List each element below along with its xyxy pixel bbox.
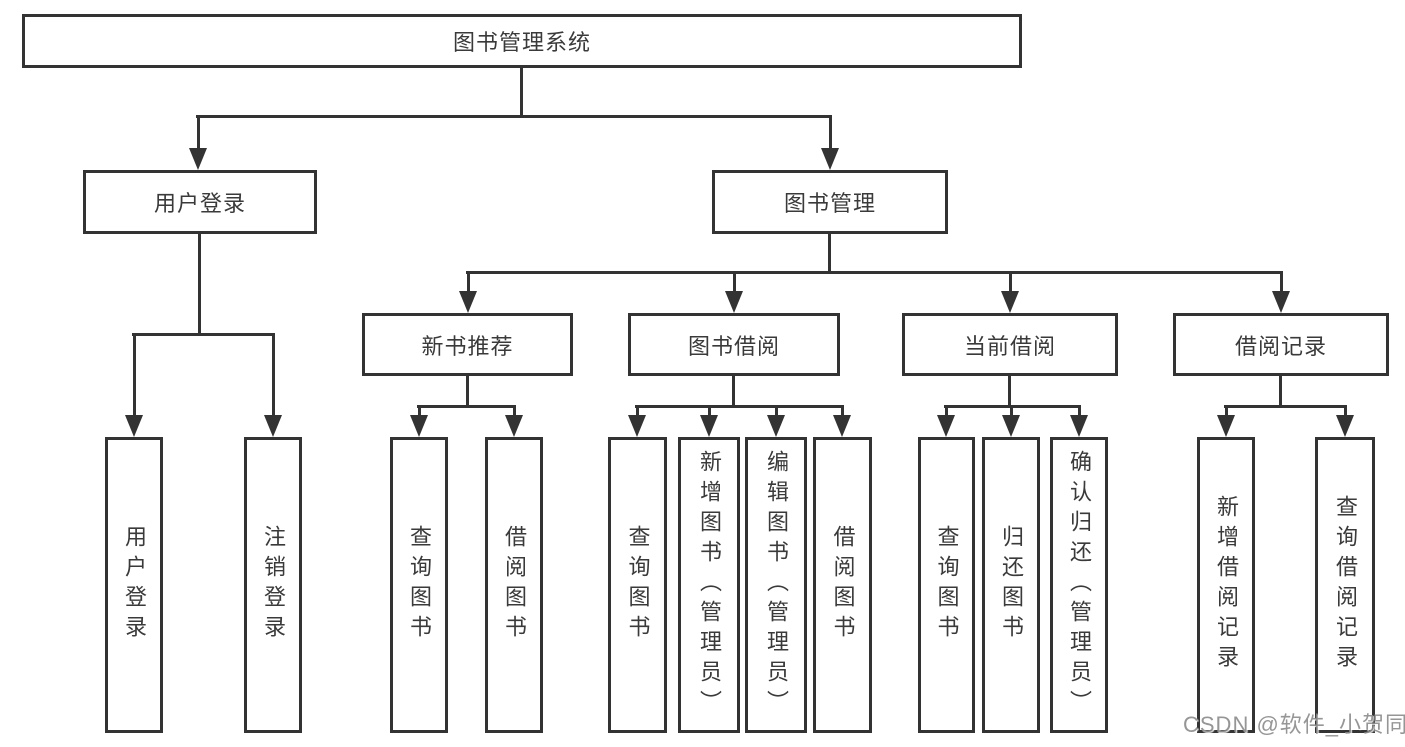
arrow-down-icon [767, 415, 785, 437]
node-label: 新增借阅记录 [1214, 495, 1239, 675]
node-root-library-system: 图书管理系统 [22, 14, 1022, 68]
arrow-down-icon [833, 415, 851, 437]
connector-line [196, 115, 832, 118]
arrow-down-icon [1336, 415, 1354, 437]
node-leaf-confirm-return-admin: 确认归还（管理员） [1050, 437, 1108, 733]
node-label: 查询图书 [407, 525, 432, 645]
node-label: 查询图书 [934, 525, 960, 645]
arrow-down-icon [410, 415, 428, 437]
arrow-down-icon [1217, 415, 1235, 437]
connector-line [635, 405, 844, 408]
arrow-down-icon [1001, 291, 1019, 313]
arrow-down-icon [1070, 415, 1088, 437]
watermark: CSDN @软件_小贺同学 [1183, 712, 1405, 737]
node-label: 借阅图书 [830, 525, 856, 645]
connector-line [1344, 405, 1347, 419]
node-label: 借阅图书 [502, 525, 527, 645]
connector-line [945, 405, 948, 419]
connector-line [132, 333, 275, 336]
node-leaf-add-books-admin: 新增图书（管理员） [678, 437, 740, 733]
connector-line [513, 405, 516, 419]
connector-line [828, 231, 831, 274]
arrow-down-icon [937, 415, 955, 437]
node-label: 注销登录 [261, 525, 286, 645]
arrow-down-icon [264, 415, 282, 437]
node-label: 图书管理 [783, 191, 876, 216]
arrow-down-icon [125, 415, 143, 437]
node-label: 新书推荐 [421, 333, 514, 359]
connector-line [1010, 405, 1013, 419]
arrow-down-icon [700, 415, 718, 437]
connector-line [1224, 405, 1346, 408]
node-label: 新增图书（管理员） [697, 450, 722, 720]
node-leaf-user-login: 用户登录 [105, 437, 163, 733]
node-book-borrow: 图书借阅 [628, 313, 840, 376]
node-new-book-recommend: 新书推荐 [362, 313, 573, 376]
node-label: 借阅记录 [1234, 333, 1327, 359]
node-label: 用户登录 [153, 191, 246, 216]
node-leaf-borrow-books-recommend: 借阅图书 [485, 437, 543, 733]
connector-line [133, 333, 136, 419]
connector-line [467, 271, 470, 295]
connector-line [418, 405, 421, 419]
connector-line [636, 405, 639, 419]
node-leaf-query-books-borrow: 查询图书 [608, 437, 667, 733]
connector-line [829, 115, 832, 152]
node-leaf-edit-books-admin: 编辑图书（管理员） [745, 437, 807, 733]
node-leaf-add-borrow-record: 新增借阅记录 [1197, 437, 1255, 733]
node-label: 查询借阅记录 [1333, 495, 1358, 675]
node-label: 确认归还（管理员） [1067, 450, 1092, 720]
node-label: 归还图书 [999, 525, 1024, 645]
arrow-down-icon [459, 291, 477, 313]
connector-line [198, 231, 201, 336]
arrow-down-icon [505, 415, 523, 437]
arrow-down-icon [725, 291, 743, 313]
connector-line [775, 405, 778, 419]
connector-line [417, 405, 516, 408]
arrow-down-icon [821, 148, 839, 170]
node-label: 当前借阅 [963, 333, 1056, 359]
connector-line [1078, 405, 1081, 419]
node-leaf-query-books-current: 查询图书 [918, 437, 975, 733]
node-leaf-query-borrow-record: 查询借阅记录 [1315, 437, 1375, 733]
connector-line [1280, 271, 1283, 295]
connector-line [732, 374, 735, 408]
node-leaf-query-books-recommend: 查询图书 [390, 437, 448, 733]
node-label: 图书管理系统 [452, 30, 591, 55]
node-leaf-borrow-books: 借阅图书 [813, 437, 872, 733]
arrow-down-icon [1272, 291, 1290, 313]
node-user-login: 用户登录 [83, 170, 317, 234]
node-label: 用户登录 [122, 525, 147, 645]
arrow-down-icon [628, 415, 646, 437]
connector-line [733, 271, 736, 295]
connector-line [520, 65, 523, 117]
connector-line [1009, 271, 1012, 295]
node-leaf-return-books: 归还图书 [982, 437, 1040, 733]
node-borrow-record: 借阅记录 [1173, 313, 1389, 376]
arrow-down-icon [1002, 415, 1020, 437]
node-label: 查询图书 [625, 525, 651, 645]
node-current-borrow: 当前借阅 [902, 313, 1118, 376]
connector-line [1225, 405, 1228, 419]
arrow-down-icon [189, 148, 207, 170]
node-label: 图书借阅 [687, 333, 780, 359]
node-book-management: 图书管理 [712, 170, 948, 234]
connector-line [466, 271, 1283, 274]
connector-line [708, 405, 711, 419]
connector-line [1008, 374, 1011, 408]
connector-line [197, 115, 200, 152]
connector-line [272, 333, 275, 419]
connector-line [841, 405, 844, 419]
node-label: 编辑图书（管理员） [764, 450, 789, 720]
connector-line [1279, 374, 1282, 408]
connector-line [466, 374, 469, 408]
node-leaf-logout: 注销登录 [244, 437, 302, 733]
